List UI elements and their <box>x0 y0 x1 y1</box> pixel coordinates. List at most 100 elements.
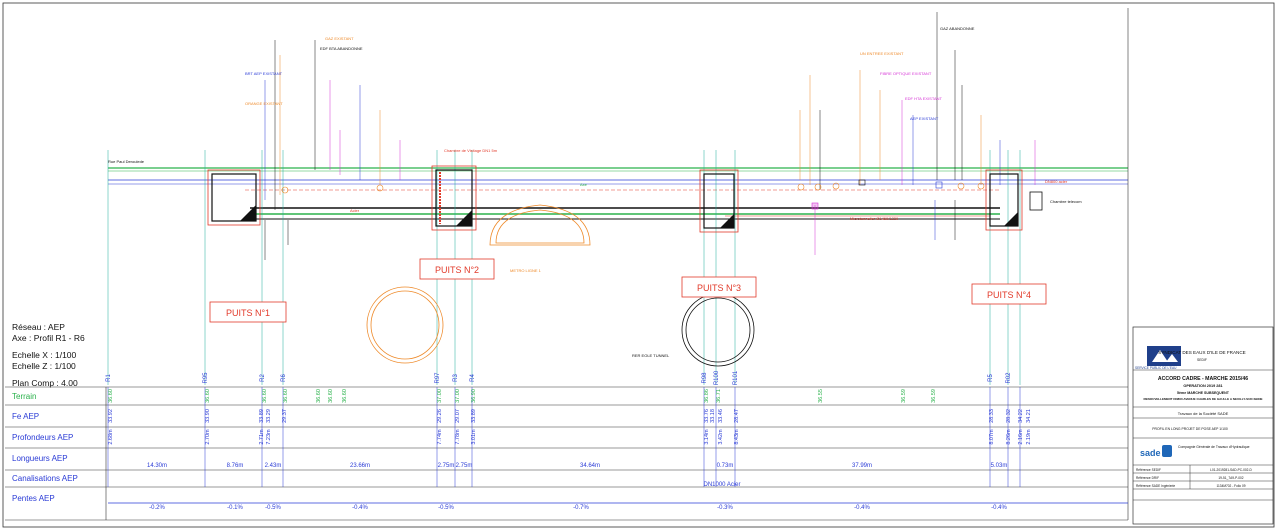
station-label: R100 <box>714 370 720 385</box>
project-title: ACCORD CADRE - MARCHE 2015/46 <box>1158 376 1248 382</box>
network-label: RER EOLE TUNNEL <box>632 353 670 358</box>
service-label: SERVICE PUBLIC DE L'EAU <box>1135 366 1177 370</box>
profondeur-value: 7.78m <box>455 429 461 445</box>
canalisation-label: DN1000 Acier <box>703 482 740 488</box>
fe-value: 33.18 <box>710 409 716 423</box>
profondeur-value: 2.68m <box>108 429 114 445</box>
ref-sedif: L01-2019281-SAD-PC-002-D <box>1210 468 1252 472</box>
terrain-value: 37.00 <box>437 389 443 403</box>
fe-value: 33.29 <box>266 409 272 423</box>
longueur-value: 34.64m <box>580 463 600 469</box>
fe-value: 34.21 <box>1026 409 1032 423</box>
terrain-value: 36.60 <box>342 389 348 403</box>
row-label-canalisations: Canalisations AEP <box>12 474 78 483</box>
longueur-value: 2.43m <box>265 463 282 469</box>
legend-echelle-x: Echelle X : 1/100 <box>12 350 77 360</box>
profondeur-value: 3.14m <box>704 429 710 445</box>
pente-value: -0.7% <box>573 505 589 511</box>
callout-leaders <box>264 12 1036 260</box>
fe-value: 33.90 <box>205 409 211 423</box>
profile-table-grid <box>5 8 1129 521</box>
profondeur-value: 2.71m <box>259 429 265 445</box>
ground-lines <box>108 167 1128 220</box>
shaft-3 <box>699 169 739 233</box>
legend-reseau: Réseau : AEP <box>12 322 65 332</box>
legend: Réseau : AEP Axe : Profil R1 - R6 Echell… <box>12 322 85 388</box>
station-label: R98 <box>702 372 708 384</box>
ref-sedif-label: Référence SEDIF <box>1136 468 1161 472</box>
profondeur-value: 3.42m <box>718 429 724 445</box>
client-sub: SEDIF <box>1197 358 1207 362</box>
puits-1-box: PUITS N°1 <box>209 301 287 323</box>
ref-sade: 1134M702 - Folio 09 <box>1217 484 1246 488</box>
network-label: Chambre telecom <box>1050 199 1082 204</box>
longueur-value: 37.99m <box>852 463 872 469</box>
pipe-sections <box>281 179 985 210</box>
subtitle-2: RENOUVELLEMENT DN800 AVENUE CHARLES DE G… <box>1143 397 1262 401</box>
network-label: Microtunnelier Ø1460/1220 <box>850 216 899 221</box>
pente-value: -0.4% <box>854 505 870 511</box>
pente-value: -0.4% <box>352 505 368 511</box>
network-label: METRO LIGNE 1 <box>510 268 542 273</box>
puits-3-box: PUITS N°3 <box>681 276 757 298</box>
shaft-1 <box>207 169 261 226</box>
eole-tunnel <box>681 293 755 367</box>
profondeur-value: 2.19m <box>1026 429 1032 445</box>
network-label: GAZ ABANDONNE <box>940 26 975 31</box>
terrain-value: 36.60 <box>316 389 322 403</box>
fe-value: 28.47 <box>734 409 740 423</box>
puits-3-label: PUITS N°3 <box>697 283 741 293</box>
legend-axe: Axe : Profil R1 - R6 <box>12 333 85 343</box>
fe-value: 28.32 <box>1006 409 1012 423</box>
fe-value: 29.07 <box>455 409 461 423</box>
row-label-fe: Fe AEP <box>12 412 39 421</box>
terrain-value: 36.60 <box>283 389 289 403</box>
client-name: SYNDICAT DES EAUX D'ILE DE FRANCE <box>1158 350 1246 355</box>
metro-tunnel <box>489 204 591 246</box>
terrain-value: 36.59 <box>931 389 937 403</box>
network-label: Axe <box>580 182 588 187</box>
pente-value: -0.4% <box>991 505 1007 511</box>
station-label: R1 <box>106 374 112 382</box>
station-label: R6 <box>281 374 287 382</box>
telecom-chamber <box>1029 191 1043 211</box>
table-station-ticks <box>107 387 1021 487</box>
longueur-value: 2.75m <box>438 463 455 469</box>
terrain-value: 37.00 <box>455 389 461 403</box>
sedif-logo-icon <box>1147 346 1181 366</box>
puits-2-box: PUITS N°2 <box>419 258 495 280</box>
station-label: R95 <box>203 372 209 384</box>
station-label: R5 <box>988 374 994 382</box>
shaft-4 <box>985 169 1023 231</box>
sade-logo-text: sade <box>1140 448 1161 458</box>
terrain-value: 36.90 <box>471 389 477 403</box>
station-label: R97 <box>435 372 441 384</box>
terrain-value: 36.60 <box>262 389 268 403</box>
profondeur-value: 3.01m <box>471 429 477 445</box>
network-label: Rue Paul Deroulede <box>108 159 145 164</box>
ref-sade-label: Référence SADE Ingénierie <box>1136 484 1175 488</box>
works-label: Travaux de la Société SADE <box>1178 411 1229 416</box>
company-name: Compagnie Générale de Travaux d'Hydrauli… <box>1178 445 1250 449</box>
network-label: EDF HTA EXISTANT <box>905 96 943 101</box>
network-label: ORANGE EXISTANT <box>245 101 283 106</box>
fe-value: 33.46 <box>718 409 724 423</box>
fe-value: 33.92 <box>108 409 114 423</box>
station-label: R3 <box>453 374 459 382</box>
station-lines <box>107 150 1021 385</box>
longueur-value: 8.76m <box>227 463 244 469</box>
row-label-pentes: Pentes AEP <box>12 494 55 503</box>
ref-drif-label: Référence DRIF <box>1136 476 1159 480</box>
station-label: R101 <box>733 370 739 385</box>
legend-echelle-z: Echelle Z : 1/100 <box>12 361 76 371</box>
network-label: FIBRE OPTIQUE EXISTANT <box>880 71 932 76</box>
network-label: EDF BTA ABANDONNE <box>320 46 363 51</box>
station-label: R2 <box>260 374 266 382</box>
pente-value: -0.5% <box>438 505 454 511</box>
fe-value: 33.89 <box>471 409 477 423</box>
